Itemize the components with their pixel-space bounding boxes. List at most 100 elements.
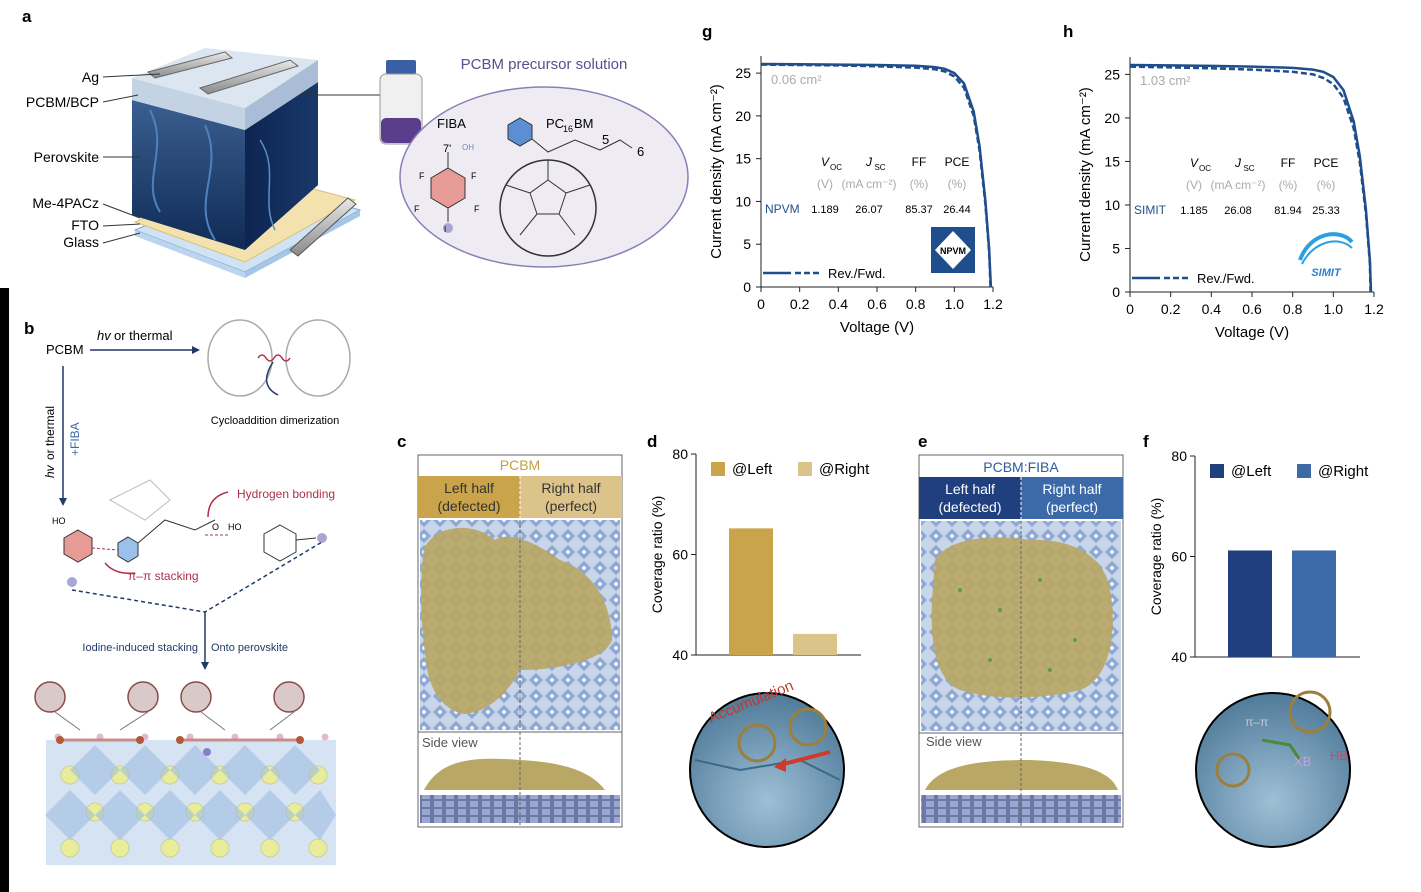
y-axis-label: Current density (mA cm⁻²)	[708, 84, 725, 259]
fiba-f-4: F	[474, 204, 480, 214]
table-unit: (%)	[910, 177, 929, 191]
panel-label-b: b	[24, 319, 34, 338]
pcbm-label-sub: 16	[563, 124, 573, 134]
adsorbed-molecules	[34, 681, 305, 756]
x-tick-label: 1.0	[945, 296, 965, 312]
panel-f-inset: π–π XB HB	[1195, 690, 1351, 848]
table-cell: 26.07	[855, 204, 883, 216]
panel-label-e: e	[918, 432, 927, 451]
simit-logo-swoosh	[1301, 240, 1353, 265]
panel-label-h: h	[1063, 22, 1073, 41]
y-axis-label: Coverage ratio (%)	[649, 496, 665, 614]
table-header: V	[821, 155, 830, 169]
device-area-label: 1.03 cm²	[1140, 73, 1191, 88]
pcbm-num-5: 5	[602, 132, 609, 147]
legend-label: @Left	[1231, 463, 1272, 480]
layer-label-pcbm-bcp: PCBM/BCP	[26, 94, 99, 110]
layer-labels: Ag PCBM/BCP Perovskite Me-4PACz FTO Glas…	[26, 69, 161, 250]
panel-c-side-view-label: Side view	[422, 735, 478, 750]
y-tick-label: 40	[672, 647, 688, 663]
x-tick-label: 0.6	[867, 296, 887, 312]
inset-pipi-label: π–π	[1245, 715, 1268, 729]
fiba-label: FIBA	[437, 116, 466, 131]
vertical-label-thermal: or thermal	[43, 406, 57, 460]
fiba-f-2: F	[471, 171, 477, 181]
jv-curve-fwd	[760, 63, 992, 288]
x-tick-label: 0.6	[1242, 301, 1262, 317]
x-tick-label: 0	[757, 296, 765, 312]
table-header: FF	[912, 155, 927, 169]
table-header: FF	[1281, 156, 1296, 170]
table-header: J	[1234, 156, 1242, 170]
y-axis-label: Coverage ratio (%)	[1148, 498, 1164, 616]
table-cell: 26.44	[943, 204, 971, 216]
x-tick-label: 0.8	[906, 296, 926, 312]
x-tick-label: 1.2	[983, 296, 1003, 312]
vertical-label-fiba: +FIBA	[68, 422, 82, 456]
table-cell: 85.37	[905, 204, 933, 216]
npvm-logo-text: NPVM	[940, 246, 966, 256]
y-tick-label: 80	[672, 446, 688, 462]
simit-logo-text: SIMIT	[1311, 267, 1342, 279]
hv-rest-top: or thermal	[114, 328, 173, 343]
y-tick-label: 60	[672, 547, 688, 563]
panel-e-right-line1: Right half	[1042, 481, 1101, 497]
onto-perovskite-label: Onto perovskite	[211, 642, 288, 654]
table-header-sub: OC	[830, 163, 842, 172]
dimer-illustration	[207, 319, 351, 397]
simit-logo-icon	[1298, 232, 1354, 261]
y-tick-label: 0	[743, 279, 751, 295]
pcbm-molecule: PC 16 BM 5 6	[499, 116, 644, 257]
pcbm-num-6: 6	[637, 144, 644, 159]
y-tick-label: 10	[1104, 197, 1120, 213]
table-unit: (%)	[1317, 178, 1336, 192]
interaction-scheme: HO O HO	[52, 479, 327, 587]
bar-right	[793, 633, 837, 655]
device-area-label: 0.06 cm²	[771, 72, 822, 87]
legend-label: @Right	[1318, 463, 1369, 480]
y-tick-label: 40	[1171, 649, 1187, 665]
npvm-logo-diamond	[935, 231, 971, 269]
panel-e-simulation: PCBM:FIBA Left half (defected) Right hal…	[918, 454, 1124, 828]
x-tick-label: 0.8	[1283, 301, 1303, 317]
panel-label-a: a	[22, 7, 32, 26]
table-unit: (mA cm⁻²)	[842, 177, 897, 191]
inset-xb-label: XB	[1294, 754, 1311, 769]
panel-c-title: PCBM	[500, 457, 540, 473]
hv-italic-top: hv	[97, 328, 112, 343]
pi-stacking-label: π–π stacking	[128, 569, 199, 583]
table-cell: 1.189	[811, 204, 839, 216]
legend-swatch	[711, 462, 725, 476]
layer-label-ag: Ag	[82, 69, 99, 85]
edge-bar	[0, 288, 9, 892]
table-unit: (V)	[1186, 178, 1202, 192]
panel-label-c: c	[397, 432, 406, 451]
y-tick-label: 5	[1112, 240, 1120, 256]
pcbm-start-label: PCBM	[46, 342, 84, 357]
panel-c-left-header	[418, 476, 520, 518]
table-unit: (%)	[948, 177, 967, 191]
bar-left	[729, 528, 773, 655]
fiba-position-label: 7'	[443, 143, 451, 155]
legend-label: Rev./Fwd.	[1197, 271, 1255, 286]
panel-label-g: g	[702, 22, 712, 41]
y-tick-label: 25	[1104, 66, 1120, 82]
table-header: PCE	[1314, 156, 1339, 170]
table-header: PCE	[945, 155, 970, 169]
scheme-ho-left: HO	[52, 516, 66, 526]
x-tick-label: 0	[1126, 301, 1134, 317]
table-header: V	[1190, 156, 1199, 170]
pcbm-label-main: PC	[546, 116, 564, 131]
fiba-f-1: F	[419, 171, 425, 181]
fiba-i-label: I	[444, 225, 446, 234]
fiba-f-3: F	[414, 204, 420, 214]
legend-swatch	[1297, 464, 1311, 478]
y-tick-label: 20	[735, 108, 751, 124]
scheme-ho-right: HO	[228, 522, 242, 532]
panel-e-title: PCBM:FIBA	[983, 459, 1059, 475]
x-axis-label: Voltage (V)	[840, 319, 914, 336]
